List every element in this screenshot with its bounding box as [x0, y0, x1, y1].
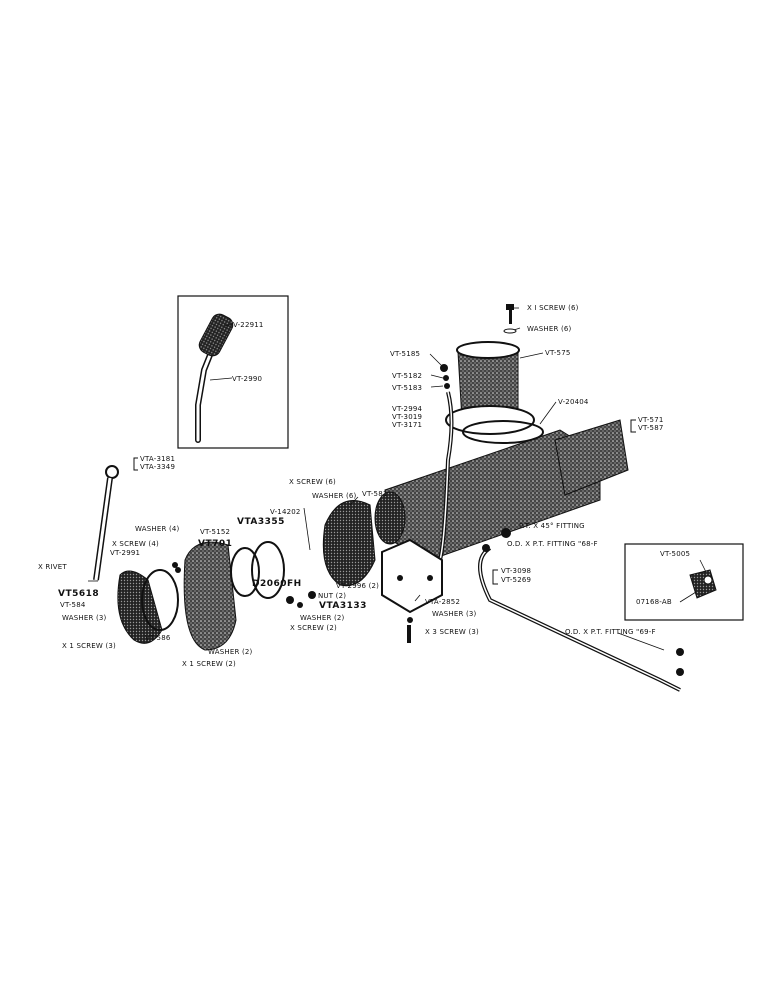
fitting-vt5183 — [444, 383, 450, 389]
cap-vt575 — [445, 341, 535, 435]
label-vt571: VT-571 — [638, 416, 664, 424]
label-vt2994: VT-2994 — [392, 405, 423, 413]
main-housing — [374, 419, 629, 561]
label-d2060fh: D2060FH — [252, 579, 302, 589]
gasket-vt5152 — [230, 547, 260, 597]
shift-lever — [93, 465, 119, 581]
label-vt701: VT701 — [198, 539, 233, 549]
label-vt5152: VT-5152 — [200, 528, 231, 536]
housing-vt586 — [183, 541, 237, 651]
label-screw3a: X 1 SCREW (3) — [62, 642, 116, 650]
label-vt2996: VT-2996 (2) — [336, 582, 380, 590]
inset-fitting-frame — [624, 543, 744, 621]
label-vt5618: VT5618 — [58, 589, 100, 599]
label-vta2852: VTA-2852 — [425, 598, 461, 606]
label-vt587: VT-587 — [638, 424, 664, 432]
label-washer-mid: WASHER (6) — [312, 492, 357, 500]
label-screw2b: X SCREW (2) — [290, 624, 337, 632]
label-washer4: WASHER (4) — [135, 525, 180, 533]
label-fit68: O.D. X P.T. FITTING "68-F — [507, 540, 598, 548]
block-vta2852 — [381, 538, 443, 614]
label-vt2990: VT-2990 — [232, 375, 263, 383]
label-washer-top: WASHER (6) — [527, 325, 572, 333]
label-washer2b: WASHER (2) — [300, 614, 345, 622]
label-v20404: V-20404 — [558, 398, 589, 406]
screw-top — [503, 304, 517, 334]
label-v14202: V-14202 — [270, 508, 301, 516]
label-07168ab: 07168-AB — [636, 598, 672, 606]
label-washer2a: WASHER (2) — [208, 648, 253, 656]
label-vt5269: VT-5269 — [501, 576, 532, 584]
label-vta3181: VTA-3181 — [140, 455, 176, 463]
label-vta3349: VTA-3349 — [140, 463, 176, 471]
label-vt3098: VT-3098 — [501, 567, 532, 575]
fitting-45 — [501, 528, 511, 538]
label-vt581: VT-581 — [362, 490, 388, 498]
gasket-vt2991 — [141, 569, 179, 631]
plate-vt581 — [322, 500, 376, 587]
label-vta3133: VTA3133 — [319, 601, 367, 611]
label-vt586: VT-586 — [145, 634, 171, 642]
label-vt575: VT-575 — [545, 349, 571, 357]
label-screw4: X SCREW (4) — [112, 540, 159, 548]
label-vta3355: VTA3355 — [237, 517, 285, 527]
label-vt2991: VT-2991 — [110, 549, 141, 557]
label-screw-mid: X SCREW (6) — [289, 478, 336, 486]
fitting-68f — [482, 544, 490, 552]
handle-rod-inset — [195, 313, 234, 443]
label-pt45: P.T. X 45° FITTING — [519, 522, 585, 530]
label-vt3019: VT-3019 — [392, 413, 423, 421]
label-screw-top: X I SCREW (6) — [527, 304, 579, 312]
label-vt584: VT-584 — [60, 601, 86, 609]
fitting-vt5182 — [443, 375, 449, 381]
label-nut2: NUT (2) — [318, 592, 347, 600]
label-v22911: V-22911 — [233, 321, 264, 329]
label-screw2a: X 1 SCREW (2) — [182, 660, 236, 668]
inset-handle-frame — [177, 295, 289, 449]
label-vt5183: VT-5183 — [392, 384, 423, 392]
cover-vt584 — [117, 570, 163, 644]
label-screw3b: X 3 SCREW (3) — [425, 628, 479, 636]
label-fit69: O.D. X P.T. FITTING "69-F — [565, 628, 656, 636]
gasket-ring — [251, 541, 285, 599]
label-washer3b: WASHER (3) — [432, 610, 477, 618]
gasket-v20404 — [462, 420, 544, 444]
label-vt5005: VT-5005 — [660, 550, 691, 558]
label-vt3171: VT-3171 — [392, 421, 423, 429]
label-washer3: WASHER (3) — [62, 614, 107, 622]
fitting-69f — [676, 648, 684, 656]
label-vt5182: VT-5182 — [392, 372, 423, 380]
label-rivet: X RIVET — [38, 563, 67, 571]
fitting-inset — [689, 569, 717, 599]
label-vt5185: VT-5185 — [390, 350, 421, 358]
